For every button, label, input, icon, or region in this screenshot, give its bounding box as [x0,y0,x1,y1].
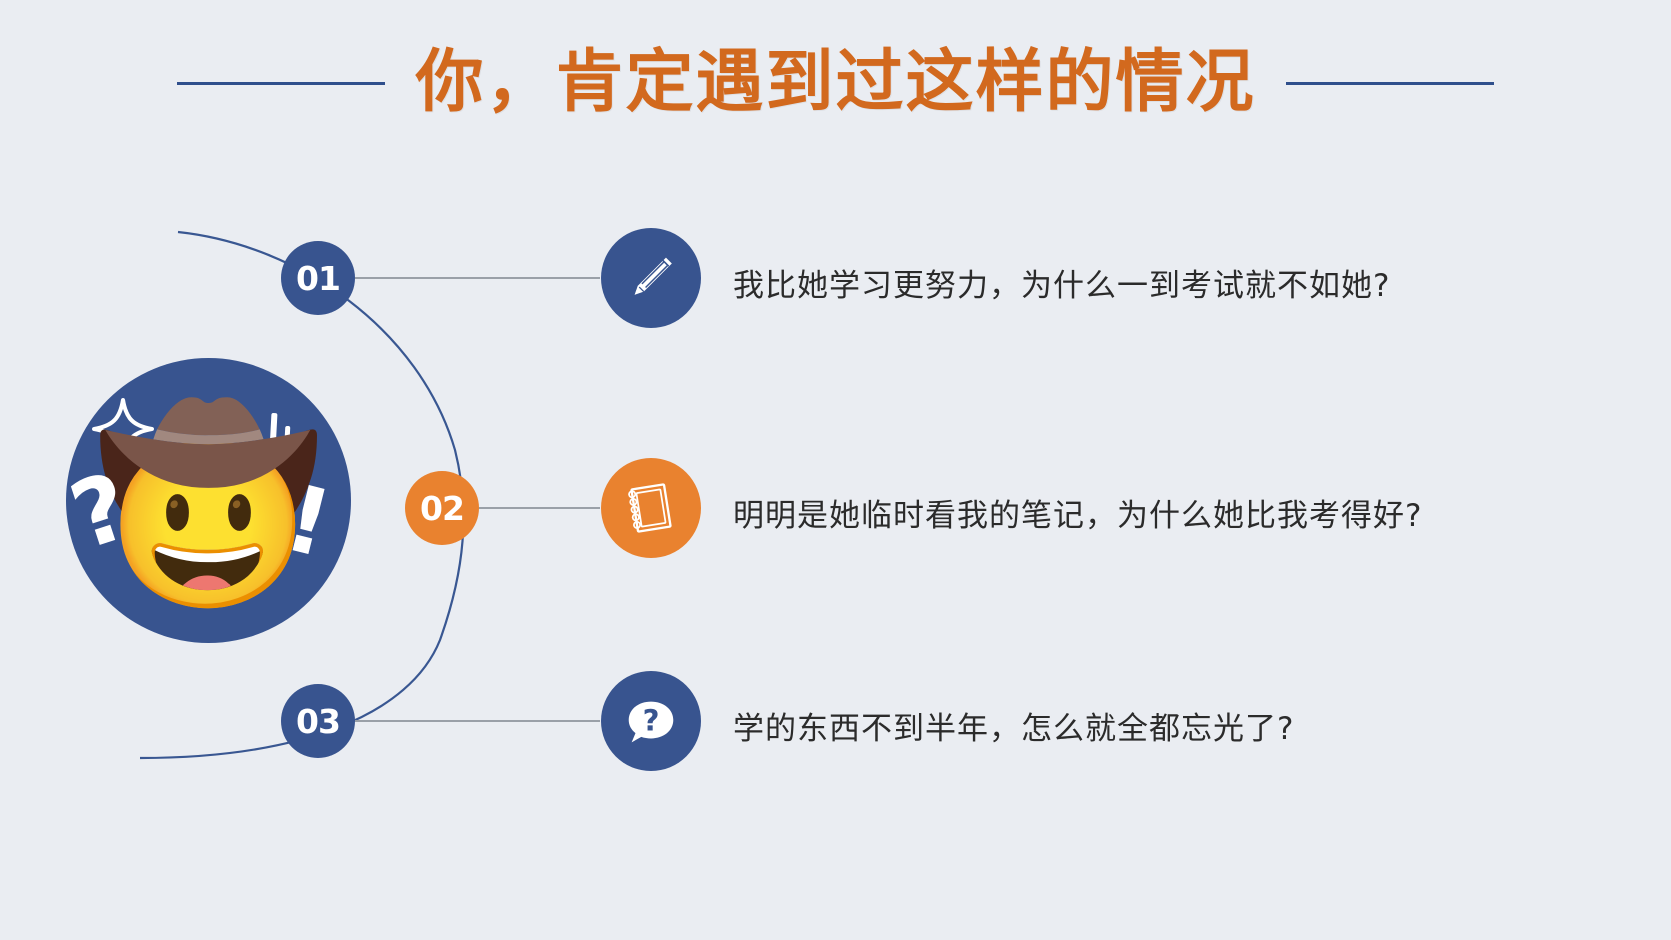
svg-text:?: ? [643,704,660,738]
pencil-icon [634,257,672,295]
item-text-2: 明明是她临时看我的笔记，为什么她比我考得好? [733,498,1423,534]
sparkle-icon [92,398,154,460]
mascot-avatar: 🤠 ? ! [66,358,351,643]
icon-circle-question[interactable]: ? [601,671,701,771]
icon-circle-notebook[interactable] [601,458,701,558]
title-row: 你，肯定遇到过这样的情况 [0,28,1671,138]
connector-line-2 [479,507,600,509]
face-emoji: 🤠 [93,402,324,609]
step-number-01[interactable]: 01 [281,241,355,315]
step-number-label: 02 [420,488,465,528]
page-title: 你，肯定遇到过这样的情况 [415,43,1256,122]
step-number-label: 03 [296,701,341,741]
item-text-1: 我比她学习更努力，为什么一到考试就不如她? [733,268,1391,304]
icon-circle-pencil[interactable] [601,228,701,328]
step-number-03[interactable]: 03 [281,684,355,758]
connector-line-1 [355,277,600,279]
speech-bubble-question-icon: ? [628,701,674,743]
title-rule-right [1285,81,1494,85]
item-text-3: 学的东西不到半年，怎么就全都忘光了? [733,711,1295,747]
title-rule-left [177,81,386,85]
step-number-02[interactable]: 02 [405,471,479,545]
step-number-label: 01 [296,258,341,298]
connector-line-3 [355,720,600,722]
notebook-icon [628,483,672,533]
